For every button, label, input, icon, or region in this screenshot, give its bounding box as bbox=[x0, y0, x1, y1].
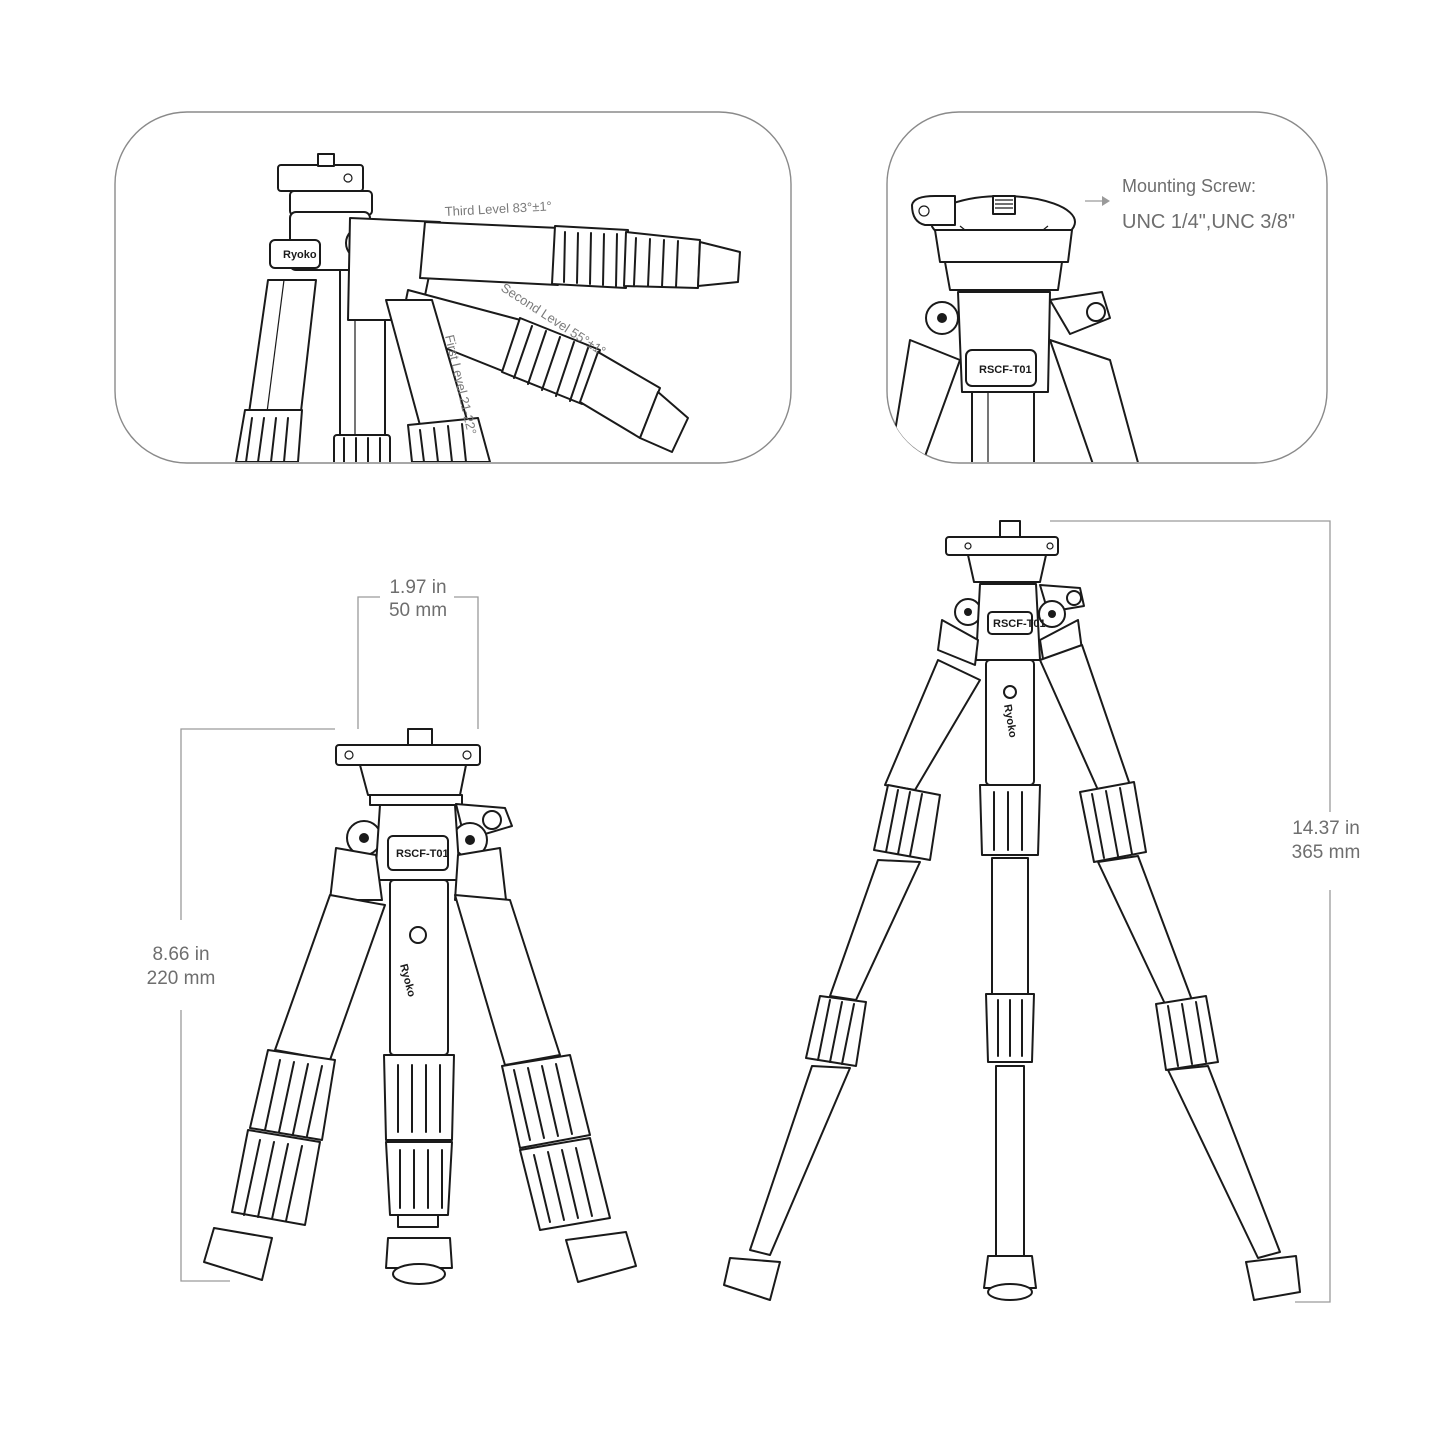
extended-model-tag: RSCF-T01 bbox=[993, 618, 1046, 630]
mount-panel-drawing bbox=[889, 195, 1141, 462]
angle-panel-drawing: Ryoko bbox=[235, 153, 741, 462]
width-inches: 1.97 in bbox=[389, 577, 446, 598]
mounting-screw-spec: UNC 1/4",UNC 3/8" bbox=[1122, 211, 1295, 233]
folded-plate bbox=[335, 744, 481, 766]
leg-angle-panel: Ryoko bbox=[114, 111, 792, 464]
folded-tripod: 1.97 in 50 mm 8.66 in 220 mm RSCF-T01 bbox=[147, 577, 637, 1285]
extended-height-mm: 365 mm bbox=[1292, 842, 1361, 863]
folded-height-mm: 220 mm bbox=[147, 968, 216, 989]
width-mm: 50 mm bbox=[389, 600, 447, 621]
folded-model-tag: RSCF-T01 bbox=[396, 848, 449, 860]
third-level-label: Third Level 83°±1° bbox=[444, 198, 552, 219]
svg-text:Ryoko: Ryoko bbox=[283, 249, 317, 261]
ext-height-dim-top bbox=[1050, 520, 1331, 812]
extended-tripod: 14.37 in 365 mm RSCF-T01 Ryoko bbox=[723, 520, 1361, 1303]
extended-height-inches: 14.37 in bbox=[1292, 818, 1360, 839]
mount-arrow-head bbox=[1102, 196, 1110, 206]
angle-panel-frame bbox=[114, 111, 792, 464]
folded-height-inches: 8.66 in bbox=[152, 944, 209, 965]
extended-brand: Ryoko bbox=[1001, 703, 1019, 738]
ext-height-dim-bottom bbox=[1295, 890, 1331, 1303]
height-dim-top bbox=[180, 728, 335, 920]
mount-panel-frame bbox=[886, 111, 1328, 464]
mounting-screw-title: Mounting Screw: bbox=[1122, 176, 1256, 196]
mounting-screw-panel: RSCF-T01 Mounting Screw: UNC 1/4",UNC 3/… bbox=[886, 111, 1328, 464]
height-dim-bottom bbox=[180, 1010, 230, 1282]
width-dim-right bbox=[454, 596, 479, 729]
mount-model-tag: RSCF-T01 bbox=[979, 364, 1032, 376]
width-dim-left bbox=[357, 596, 380, 729]
